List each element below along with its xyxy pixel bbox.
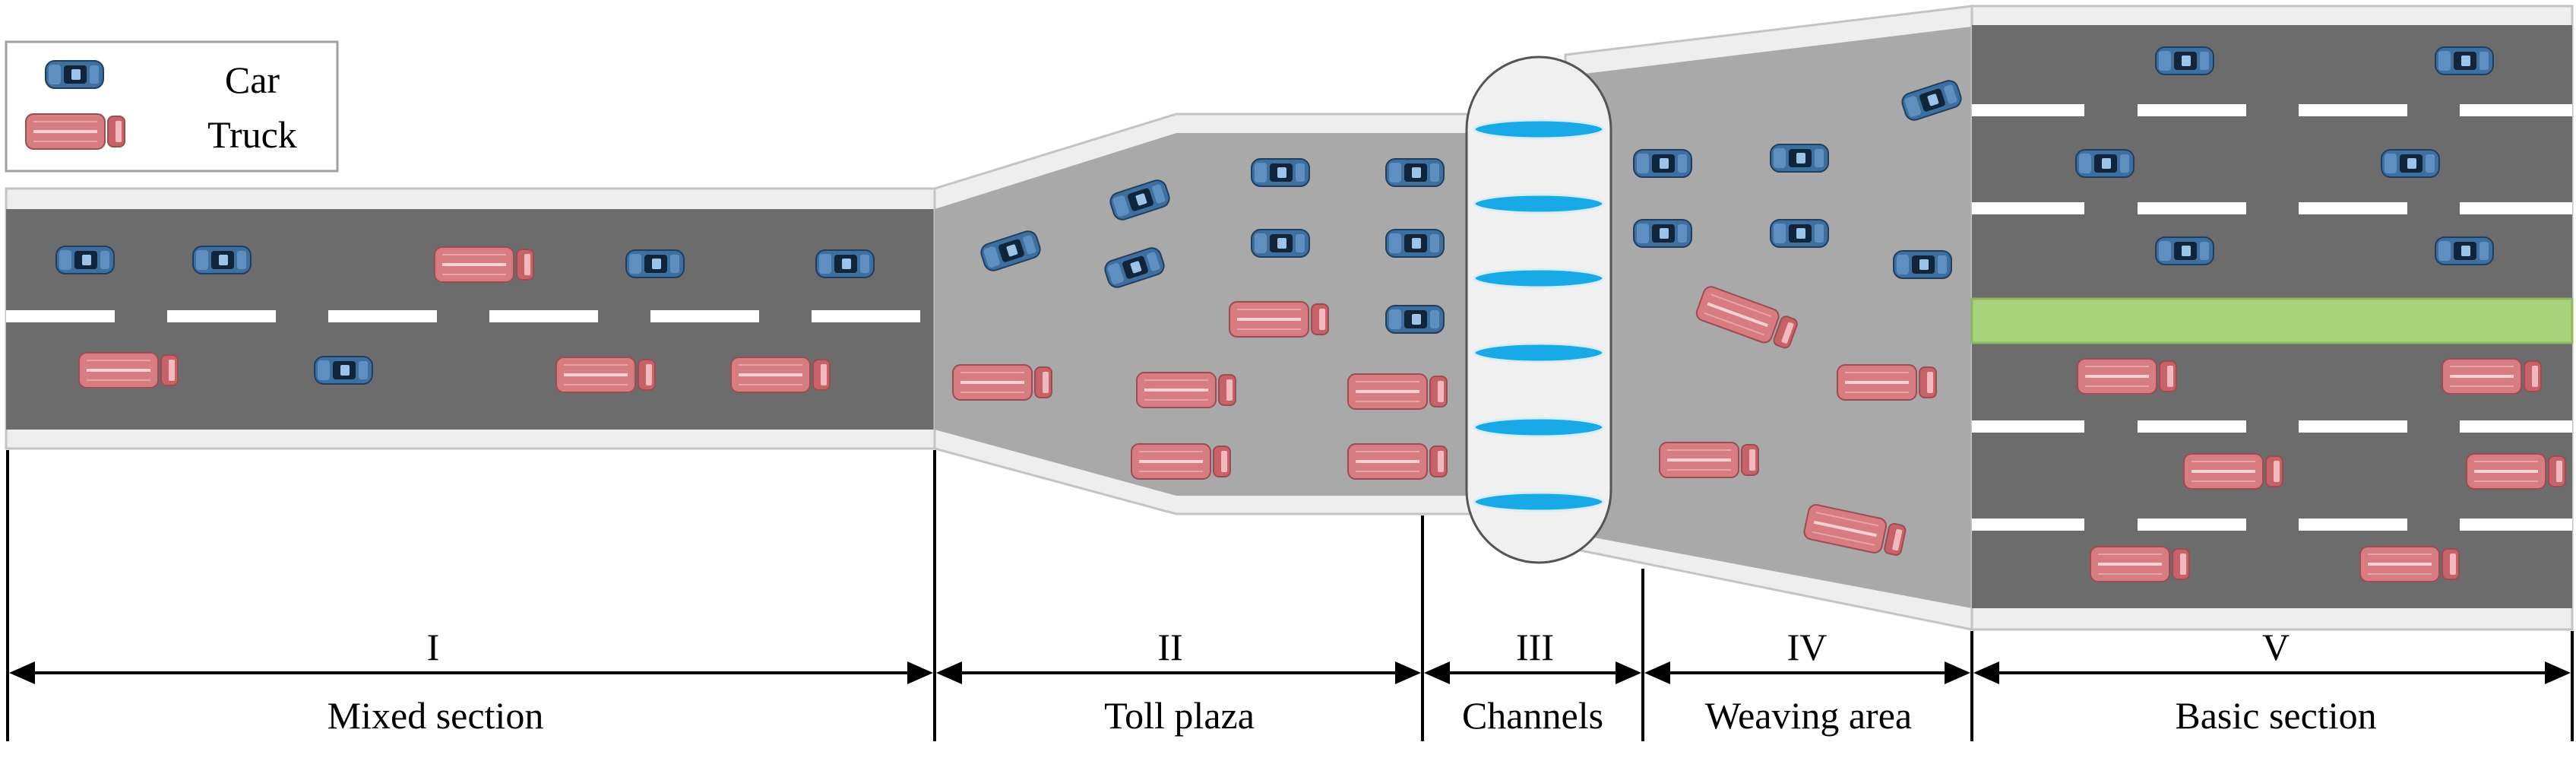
lane-markings (6, 104, 2572, 531)
mixed-section-road (6, 209, 935, 430)
truck-icon (1136, 372, 1236, 408)
car-icon (1633, 149, 1692, 178)
car-icon (2435, 236, 2494, 265)
toll-channels (1473, 119, 1605, 512)
lane-marking (650, 310, 759, 322)
truck-icon (1659, 442, 1759, 478)
toll-channel (1473, 193, 1605, 214)
section-numeral: II (1157, 626, 1182, 668)
truck-icon (2359, 546, 2460, 582)
section-numeral: III (1516, 626, 1554, 668)
car-icon (1770, 144, 1829, 173)
truck-icon (555, 357, 656, 393)
section-name: Toll plaza (1104, 694, 1255, 737)
section-numeral: IV (1787, 626, 1828, 668)
toll-channel (1473, 119, 1605, 140)
basic-lane-row-2 (1972, 202, 2572, 214)
toll-plaza-road (935, 133, 1474, 496)
section-labels: I Mixed section II Toll plaza III Channe… (328, 626, 2377, 737)
section-name: Channels (1462, 694, 1603, 737)
lane-marking (328, 310, 437, 322)
legend-label-car: Car (225, 59, 280, 101)
dimension-arrows (9, 661, 2571, 684)
truck-icon (2077, 358, 2177, 395)
car-icon (2381, 149, 2440, 178)
section-name: Mixed section (328, 694, 544, 737)
section-name: Weaving area (1705, 694, 1912, 737)
truck-icon (25, 113, 125, 150)
section-name: Basic section (2175, 694, 2376, 737)
car-icon (1251, 229, 1310, 258)
car-icon (625, 249, 685, 278)
toll-channel (1473, 342, 1605, 363)
arrow-section-4 (1644, 661, 1970, 684)
truck-icon (1347, 373, 1448, 410)
toll-channel (1473, 417, 1605, 438)
car-icon (1770, 219, 1829, 248)
median (1970, 297, 2574, 344)
lane-marking (6, 310, 115, 322)
truck-icon (2442, 358, 2542, 395)
arrow-section-1 (9, 661, 933, 684)
legend: Car Truck (5, 40, 339, 173)
truck-icon (952, 364, 1052, 401)
section-numeral: V (2262, 626, 2290, 668)
basic-lane-row-3 (1972, 420, 2572, 433)
arrow-section-5 (1973, 661, 2571, 684)
lane-marking (167, 310, 276, 322)
car-icon (1385, 229, 1445, 258)
legend-label-truck: Truck (207, 113, 297, 156)
car-icon (2155, 236, 2214, 265)
truck-icon (2183, 453, 2283, 490)
truck-icon (434, 246, 534, 283)
truck-icon (1837, 364, 1937, 401)
truck-icon (78, 352, 179, 389)
basic-lane-row-4 (1972, 519, 2572, 531)
toll-booth (1465, 56, 1612, 564)
car-icon (1633, 219, 1692, 248)
car-icon (1385, 305, 1445, 334)
toll-channel (1473, 491, 1605, 512)
basic-lane-row-1 (1972, 104, 2572, 116)
car-icon (815, 249, 875, 278)
car-icon (2155, 46, 2214, 75)
car-icon (2075, 149, 2135, 178)
arrow-section-2 (936, 661, 1421, 684)
car-icon (1893, 250, 1952, 279)
car-icon (45, 60, 104, 89)
car-icon (192, 246, 252, 274)
toll-channel (1473, 268, 1605, 289)
car-icon (1385, 158, 1445, 187)
car-icon (314, 356, 373, 385)
truck-icon (2090, 546, 2190, 582)
arrow-section-3 (1424, 661, 1641, 684)
lane-marking (812, 310, 920, 322)
section-numeral: I (427, 626, 440, 668)
truck-icon (1131, 443, 1231, 480)
truck-icon (730, 357, 831, 393)
truck-icon (2466, 453, 2566, 490)
car-icon (2435, 46, 2494, 75)
truck-icon (1229, 301, 1329, 338)
section-dividers (6, 450, 2574, 741)
car-icon (1251, 158, 1310, 187)
car-icon (55, 246, 115, 274)
truck-icon (1347, 443, 1448, 480)
lane-marking (489, 310, 598, 322)
